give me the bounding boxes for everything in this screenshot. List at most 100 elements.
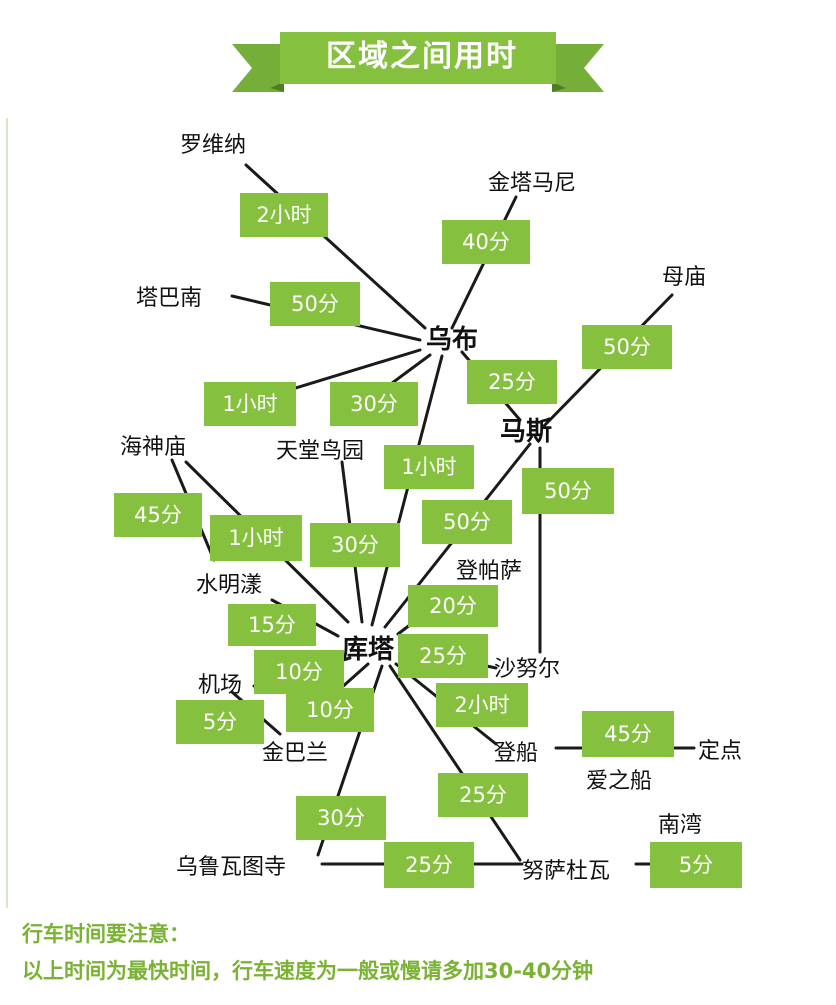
time-badge-masi-kuta: 50分 <box>422 500 512 544</box>
ribbon-left-fold <box>270 82 284 92</box>
place-luoweina: 罗维纳 <box>180 133 246 158</box>
time-value: 25分 <box>405 853 453 877</box>
edge-wubu-kuta <box>370 354 444 627</box>
time-badge-bg <box>438 773 528 817</box>
time-badge-tiantang-wubu: 30分 <box>330 382 418 426</box>
time-badge-dengchuan-kuta: 2小时 <box>436 683 528 727</box>
place-aizhichuan: 爱之船 <box>586 769 652 794</box>
time-badge-wuluwatu-nusadua: 25分 <box>384 842 474 888</box>
ribbon-right-fold <box>552 82 566 92</box>
route-diagram: 乌布 库塔 马斯 罗维纳 金塔马尼 母庙 塔巴南 海神庙 天堂鸟园 登帕萨 水明… <box>114 133 742 888</box>
time-badge-bg <box>286 688 374 732</box>
time-badge-bg <box>582 325 672 369</box>
place-labels: 乌布 库塔 马斯 罗维纳 金塔马尼 母庙 塔巴南 海神庙 天堂鸟园 登帕萨 水明… <box>120 133 742 884</box>
page-title: 区域之间用时 <box>326 39 518 74</box>
time-badge-tabanan-wubu: 50分 <box>270 282 360 326</box>
time-value: 15分 <box>248 613 296 637</box>
edge-nusadua-kuta <box>388 664 522 862</box>
time-badge-nusadua-kuta: 25分 <box>438 773 528 817</box>
time-badge-bg <box>228 604 316 646</box>
place-haishenmiao: 海神庙 <box>120 435 186 460</box>
time-badge-dengchuan-dingdian: 45分 <box>582 711 674 757</box>
time-value: 50分 <box>291 292 339 316</box>
time-badge-jichang-jinbalan: 5分 <box>176 700 264 744</box>
time-value: 25分 <box>459 783 507 807</box>
time-value: 2小时 <box>454 693 509 717</box>
time-value: 50分 <box>544 479 592 503</box>
time-badge-bg <box>210 515 302 561</box>
time-badge-bg <box>398 634 488 678</box>
left-border-rule <box>6 118 8 908</box>
time-badge-haishenmiao-wubu: 1小时 <box>204 382 296 426</box>
time-badge-jintamani-wubu: 40分 <box>442 220 530 264</box>
place-shuimingyang: 水明漾 <box>196 573 262 598</box>
time-badge-masi-shanuer: 50分 <box>522 468 614 514</box>
driving-note-text: 以上时间为最快时间，行车速度为一般或慢请多加30-40分钟 <box>22 959 594 983</box>
ribbon-banner <box>280 32 556 84</box>
time-badge-tiantang-kuta: 30分 <box>310 523 400 567</box>
place-dingdian: 定点 <box>698 739 742 764</box>
time-value: 40分 <box>462 230 510 254</box>
time-value: 10分 <box>306 698 354 722</box>
time-value: 25分 <box>419 644 467 668</box>
time-badge-bg <box>467 360 557 404</box>
time-badge-bg <box>114 493 202 537</box>
time-badge-shanuer-kuta: 25分 <box>398 634 488 678</box>
time-badge-shuimingyang-kuta: 15分 <box>228 604 316 646</box>
time-badge-dengpasa-kuta: 20分 <box>408 585 498 627</box>
place-wubu: 乌布 <box>426 324 478 355</box>
time-badge-bg <box>330 382 418 426</box>
time-badge-bg <box>254 650 344 694</box>
time-badge-bg <box>408 585 498 627</box>
time-badge-bg <box>436 683 528 727</box>
time-value: 30分 <box>331 533 379 557</box>
time-badge-bg <box>240 193 328 237</box>
time-value: 50分 <box>603 335 651 359</box>
time-badge-bg <box>442 220 530 264</box>
time-value: 25分 <box>488 370 536 394</box>
time-badge-bg <box>296 796 386 840</box>
time-badge-haishenmiao-kuta: 1小时 <box>210 515 302 561</box>
ribbon-left-tail <box>232 44 284 92</box>
place-masi: 马斯 <box>500 417 552 447</box>
time-value: 1小时 <box>222 392 277 416</box>
time-value: 30分 <box>317 806 365 830</box>
time-badge-bg <box>522 468 614 514</box>
time-value: 10分 <box>275 660 323 684</box>
title-ribbon <box>232 32 604 92</box>
time-value: 5分 <box>679 853 713 877</box>
time-badge-bg <box>176 700 264 744</box>
place-nusadua: 努萨杜瓦 <box>522 859 610 884</box>
time-badge-bg <box>384 445 474 489</box>
place-jichang: 机场 <box>198 673 242 698</box>
time-value: 30分 <box>350 392 398 416</box>
time-badge-mumiao-masi: 50分 <box>582 325 672 369</box>
time-badge-bg <box>310 523 400 567</box>
place-jinbalan: 金巴兰 <box>262 741 328 766</box>
place-mumiao: 母庙 <box>662 265 706 290</box>
place-tiantang-niaoyuan: 天堂鸟园 <box>276 439 364 464</box>
time-badge-jichang-kuta: 10分 <box>254 650 344 694</box>
place-tabanan: 塔巴南 <box>136 286 202 311</box>
place-dengchuan: 登船 <box>494 741 538 766</box>
time-badge-bg <box>384 842 474 888</box>
place-dengpasa: 登帕萨 <box>456 559 522 584</box>
place-shanuer: 沙努尔 <box>494 657 560 682</box>
edge-luoweina-wubu <box>244 163 427 330</box>
time-badge-wubu-kuta: 1小时 <box>384 445 474 489</box>
time-value: 1小时 <box>228 526 283 550</box>
time-badge-bg <box>650 842 742 888</box>
driving-note-heading: 行车时间要注意： <box>22 922 190 946</box>
time-value: 45分 <box>604 722 652 746</box>
place-jintamani: 金塔马尼 <box>488 171 576 196</box>
time-value: 45分 <box>134 503 182 527</box>
ribbon-right-tail <box>552 44 604 92</box>
time-badge-bg <box>204 382 296 426</box>
time-labels: 2小时 40分 50分 50分 25分 1小时 <box>114 193 742 888</box>
time-badge-bg <box>270 282 360 326</box>
time-badge-jinbalan-kuta: 10分 <box>286 688 374 732</box>
time-badge-wubu-masi: 25分 <box>467 360 557 404</box>
time-badge-nusadua-nanwan: 5分 <box>650 842 742 888</box>
place-kuta: 库塔 <box>342 635 395 665</box>
time-badge-luoweina-wubu: 2小时 <box>240 193 328 237</box>
